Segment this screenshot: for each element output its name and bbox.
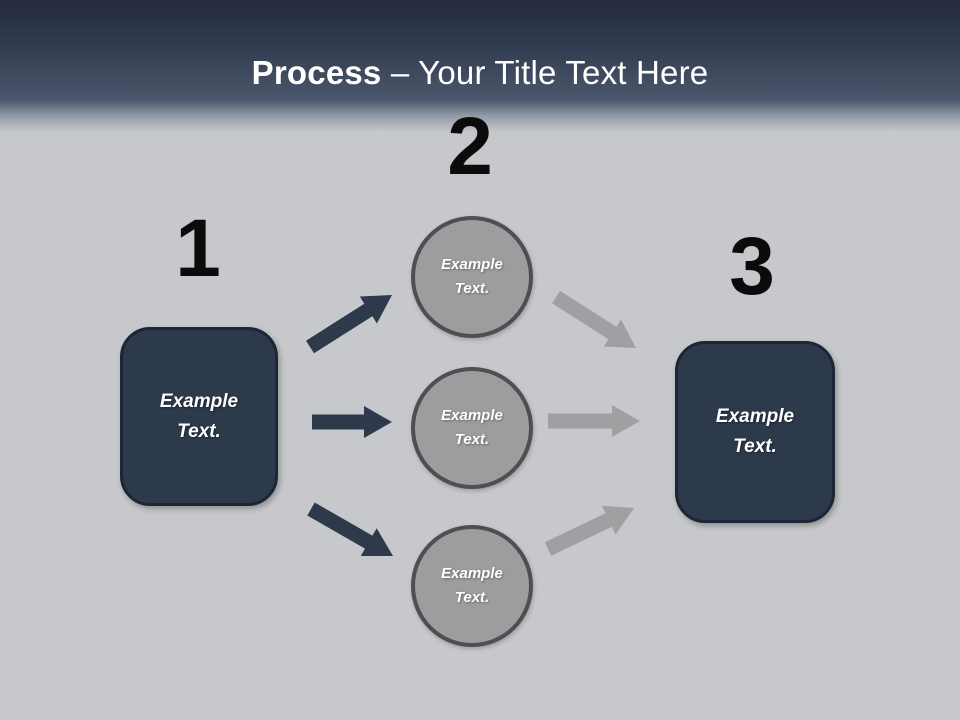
- step2-circle-bottom-text: Example Text.: [441, 562, 503, 610]
- step2-circle-middle-line1: Example: [441, 407, 503, 424]
- step1-box-text: Example Text.: [160, 387, 238, 447]
- step1-box: Example Text.: [120, 327, 278, 506]
- step3-box-text-line1: Example: [715, 406, 795, 427]
- step3-box: Example Text.: [675, 341, 835, 523]
- step2-circle-top: Example Text.: [411, 216, 533, 338]
- step2-circle-bottom-line1: Example: [441, 565, 503, 582]
- step2-circle-middle: Example Text.: [411, 367, 533, 489]
- header-band: Process – Your Title Text Here: [0, 0, 960, 100]
- step3-box-text: Example Text.: [716, 402, 794, 462]
- step2-circle-top-text: Example Text.: [441, 253, 503, 301]
- step3-box-text-line2: Text.: [733, 436, 777, 457]
- step2-circle-top-line1: Example: [441, 256, 503, 273]
- step2-circle-top-line2: Text.: [454, 280, 490, 297]
- slide-title: Process – Your Title Text Here: [0, 53, 960, 93]
- step-number-2: 2: [447, 101, 493, 192]
- step1-box-text-line2: Text.: [177, 420, 221, 442]
- arrow-box1-to-bottom-circle: [307, 502, 393, 556]
- step-number-1: 1: [175, 203, 221, 294]
- arrow-bottom-circle-to-box3: [544, 505, 634, 556]
- step2-circle-bottom-line2: Text.: [454, 589, 490, 606]
- header-fade-gradient: [0, 100, 960, 132]
- arrow-top-circle-to-box3: [552, 290, 636, 348]
- step2-circle-middle-line2: Text.: [454, 431, 490, 448]
- step-number-3: 3: [729, 221, 775, 312]
- step2-circle-bottom: Example Text.: [411, 525, 533, 647]
- arrow-box1-to-top-circle: [306, 295, 392, 354]
- title-subtitle: – Your Title Text Here: [390, 54, 709, 91]
- title-keyword: Process: [251, 54, 382, 91]
- step2-circle-middle-text: Example Text.: [441, 404, 503, 452]
- arrow-mid-circle-to-box3: [548, 405, 640, 437]
- step1-box-text-line1: Example: [159, 390, 239, 412]
- arrow-box1-to-mid-circle: [312, 406, 392, 438]
